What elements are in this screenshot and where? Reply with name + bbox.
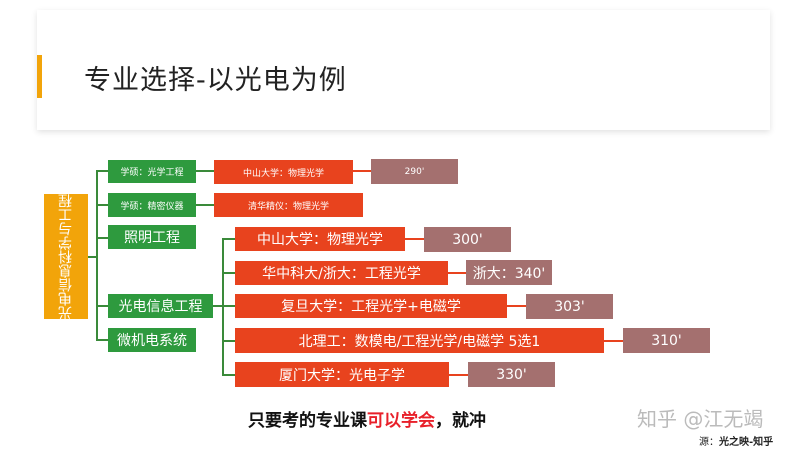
title-accent-bar (37, 55, 42, 98)
score-label-5: 303' (554, 298, 585, 315)
score-node-5: 303' (526, 294, 613, 319)
major-label-1: 学硕：光学工程 (120, 168, 184, 178)
connector-s6 (222, 340, 235, 342)
school-node-2: 清华精仪：物理光学 (214, 193, 363, 217)
school-label-4: 华中科大/浙大：工程光学 (262, 266, 421, 282)
school-label-5: 复旦大学：工程光学+电磁学 (281, 299, 461, 315)
source-label: 源： (699, 437, 719, 448)
footer-text-before: 只要考的专业课 (248, 411, 367, 431)
school-label-1: 中山大学：物理光学 (242, 168, 324, 179)
school-label-6: 北理工：数模电/工程光学/电磁学 5选1 (298, 333, 541, 350)
connector-major-3 (96, 237, 108, 239)
connector-major-4 (96, 305, 108, 307)
connector-s4 (222, 272, 235, 274)
connector-m1-s1 (196, 170, 214, 172)
connector-major-1 (96, 170, 108, 172)
school-label-7: 厦门大学：光电子学 (279, 367, 405, 384)
connector-s1-c1 (353, 170, 371, 172)
connector-root-h (88, 256, 97, 258)
score-label-3: 300' (452, 231, 483, 248)
school-label-2: 清华精仪：物理光学 (247, 201, 329, 212)
connector-s5-c5 (507, 305, 526, 307)
major-label-5: 微机电系统 (117, 333, 187, 349)
score-label-7: 330' (496, 366, 527, 383)
score-label-4: 浙大：340' (472, 265, 546, 282)
score-label-6: 310' (651, 332, 682, 349)
major-node-5: 微机电系统 (108, 328, 196, 352)
connector-s4-c4 (448, 272, 466, 274)
major-label-4: 光电信息工程 (118, 299, 203, 315)
connector-s3-c3 (405, 238, 424, 240)
major-label-2: 学硕：精密仪器 (120, 201, 184, 212)
connector-s7 (222, 374, 235, 376)
connector-major-2 (96, 204, 108, 206)
school-node-1: 中山大学：物理光学 (214, 160, 353, 184)
source-name: 光之映-知乎 (719, 437, 774, 448)
connector-m4-branch (213, 305, 223, 307)
school-node-7: 厦门大学：光电子学 (235, 362, 449, 387)
watermark: 知乎 @江无竭 (637, 407, 764, 431)
score-label-1: 290' (404, 166, 425, 177)
score-node-4: 浙大：340' (466, 260, 552, 285)
score-node-3: 300' (424, 227, 511, 252)
footer-text-after: ，就冲 (435, 411, 486, 431)
school-node-4: 华中科大/浙大：工程光学 (235, 261, 448, 285)
footer-caption: 只要考的专业课可以学会，就冲 (248, 406, 486, 431)
header-card (37, 10, 770, 130)
major-node-4: 光电信息工程 (108, 294, 213, 318)
root-label: 光电信息科学与工程 (58, 193, 74, 320)
major-label-3: 照明工程 (124, 230, 180, 246)
connector-s7-c7 (449, 374, 468, 376)
connector-major-5 (96, 339, 108, 341)
school-node-3: 中山大学：物理光学 (235, 227, 405, 251)
page-title: 专业选择-以光电为例 (84, 65, 347, 96)
major-node-2: 学硕：精密仪器 (108, 193, 196, 217)
connector-major-v (96, 170, 98, 340)
major-node-1: 学硕：光学工程 (108, 160, 196, 183)
connector-s5 (222, 305, 235, 307)
connector-s3 (222, 238, 235, 240)
root-node: 光电信息科学与工程 (44, 193, 88, 320)
footer-highlight: 可以学会 (367, 411, 435, 431)
school-label-3: 中山大学：物理光学 (257, 232, 383, 248)
school-node-6: 北理工：数模电/工程光学/电磁学 5选1 (235, 328, 604, 353)
school-node-5: 复旦大学：工程光学+电磁学 (235, 294, 507, 318)
score-node-7: 330' (468, 362, 555, 387)
score-node-1: 290' (371, 159, 458, 184)
connector-m2-s2 (196, 204, 214, 206)
major-node-3: 照明工程 (108, 225, 196, 249)
source-credit: 源：光之映-知乎 (699, 433, 773, 448)
score-node-6: 310' (623, 328, 710, 353)
connector-s6-c6 (604, 340, 623, 342)
